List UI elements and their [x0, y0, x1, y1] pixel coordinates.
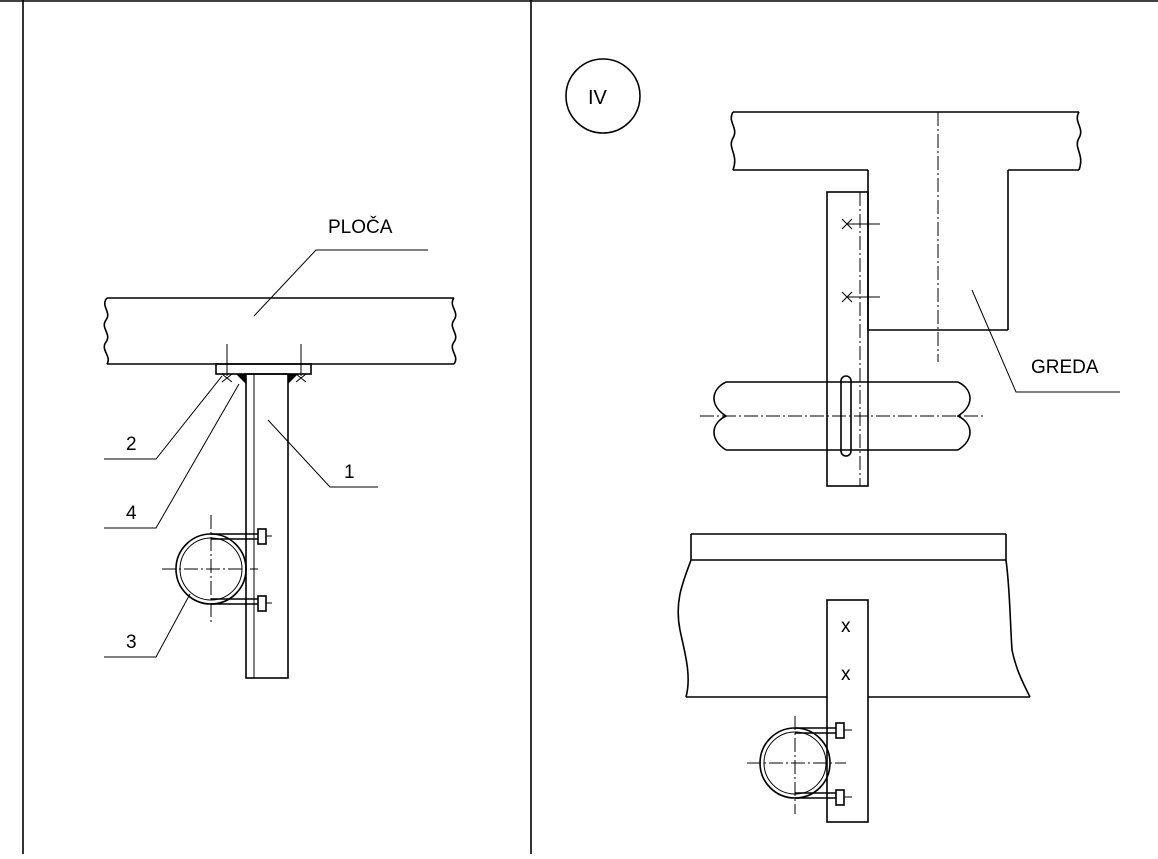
- left-panel: PLOČA 1 2 4 3: [103, 216, 457, 679]
- view-mark: IV: [565, 58, 641, 134]
- callout-1: 1: [344, 462, 355, 483]
- pipe-clamp-plan: [747, 716, 852, 814]
- right-panel: IV: [565, 58, 1120, 823]
- slab-section: [103, 297, 457, 365]
- pipe-clamp: [162, 515, 272, 625]
- slab-label: PLOČA: [328, 216, 393, 238]
- view-mark-text: IV: [588, 87, 608, 109]
- hanger-plan-view: x x: [826, 599, 869, 823]
- hanger-side-view: [826, 191, 880, 487]
- bolt-mark-1: x: [841, 616, 851, 637]
- hanger-profile: [245, 373, 289, 679]
- callout-4: 4: [126, 503, 137, 524]
- callout-3: 3: [126, 632, 137, 653]
- leader-lines: [104, 249, 428, 658]
- callout-2: 2: [126, 434, 137, 455]
- t-beam: [730, 111, 1082, 362]
- beam-label: GREDA: [1031, 357, 1099, 378]
- base-plate: [215, 344, 312, 384]
- beam-plan-view: [677, 533, 1031, 698]
- pipe-elevation: [700, 375, 984, 457]
- bolt-mark-2: x: [841, 664, 851, 685]
- beam-leader: [971, 289, 1120, 393]
